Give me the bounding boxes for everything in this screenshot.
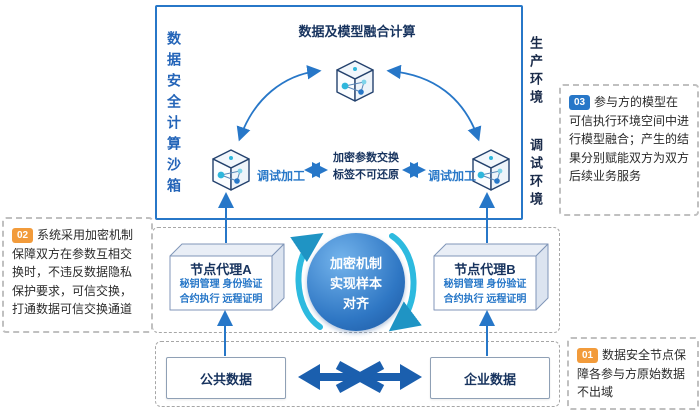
node-agent-b-title: 节点代理B <box>454 262 516 277</box>
debug-cube-left-icon <box>212 149 250 191</box>
node-agent-a-line1: 秘钥管理 身份验证 <box>179 279 263 290</box>
debug-process-label-right: 调试加工 <box>428 169 477 183</box>
exchange-note-line1: 加密参数交换 <box>333 152 399 164</box>
debug-process-label-left: 调试加工 <box>257 169 306 183</box>
alignment-sphere: 加密机制 实现样本 对齐 <box>307 233 405 331</box>
callout-01-badge: 01 <box>577 348 598 363</box>
callout-03-text: 参与方的模型在可信执行环境空间中进行模型融合；产生的结果分别赋能双方为双方后续业… <box>569 95 690 184</box>
sphere-line1: 加密机制 <box>329 255 382 271</box>
callout-03-badge: 03 <box>569 95 590 110</box>
sphere-line2: 实现样本 <box>329 275 382 291</box>
data-dashed-box <box>155 341 560 407</box>
fusion-compute-title: 数据及模型融合计算 <box>298 24 416 39</box>
node-agent-a-title: 节点代理A <box>190 262 252 277</box>
public-data-box: 公共数据 <box>166 357 286 399</box>
sandbox-vertical-title: 数据安全计算沙箱 <box>166 31 182 199</box>
fusion-cube-icon <box>336 60 374 102</box>
enterprise-data-box: 企业数据 <box>430 357 550 399</box>
exchange-note: 加密参数交换 标签不可还原 <box>325 150 407 184</box>
exchange-note-line2: 标签不可还原 <box>333 169 399 182</box>
node-agent-b-line2: 合约执行 远程证明 <box>443 293 527 305</box>
sandbox-box: 数据安全计算沙箱 数据及模型融合计算 <box>155 5 523 220</box>
sphere-line3: 对齐 <box>342 295 369 311</box>
node-agent-a: 节点代理A 秘钥管理 身份验证 合约执行 远程证明 <box>168 242 286 312</box>
node-agent-a-line2: 合约执行 远程证明 <box>179 293 263 305</box>
env-label-debug: 调试环境 <box>528 138 543 210</box>
debug-cube-right-icon <box>472 149 510 191</box>
env-label-production: 生产环境 <box>528 36 543 108</box>
callout-01-text: 数据安全节点保障各参与方原始数据不出域 <box>577 348 687 400</box>
node-agent-b-line1: 秘钥管理 身份验证 <box>443 279 527 290</box>
node-agent-b-text: 节点代理B 秘钥管理 身份验证 合约执行 远程证明 <box>434 256 536 310</box>
node-agent-a-text: 节点代理A 秘钥管理 身份验证 合约执行 远程证明 <box>170 256 272 310</box>
callout-02-text: 系统采用加密机制保障双方在参数互相交换时，不违反数据隐私保护要求，可信交换，打通… <box>12 228 134 317</box>
node-agent-b: 节点代理B 秘钥管理 身份验证 合约执行 远程证明 <box>432 242 550 312</box>
callout-02-badge: 02 <box>12 228 33 243</box>
